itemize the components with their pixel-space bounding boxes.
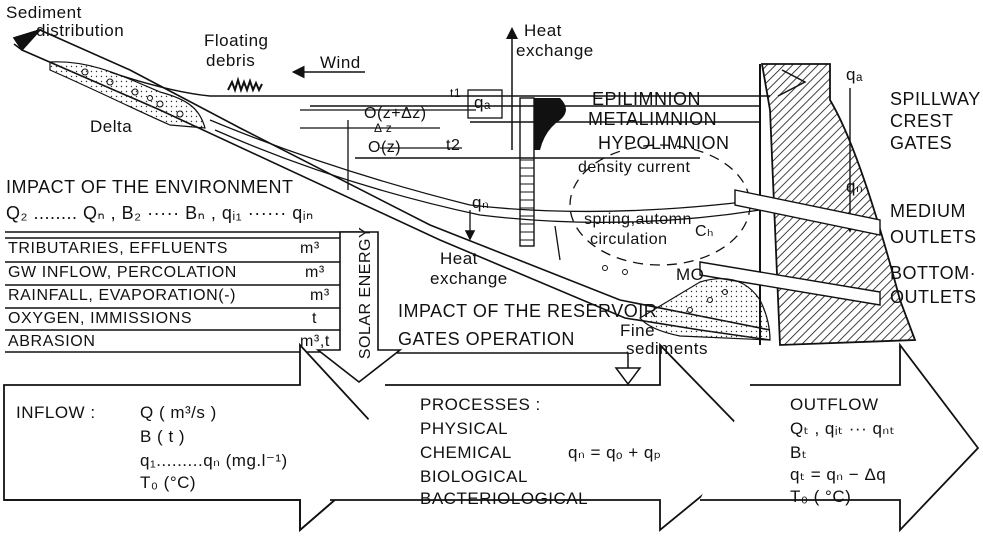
label-hypolimnion: HYPOLIMNION <box>598 133 730 153</box>
label-floating-debris-1: Floating <box>204 31 269 50</box>
label-bottom-outlets-2: OUTLETS <box>890 287 977 307</box>
depth-markers <box>300 109 476 190</box>
floating-debris-mark <box>227 76 263 94</box>
outflow-line-3: qₜ = qₙ − Δq <box>790 465 887 484</box>
label-spring-circulation-1: spring,automn <box>584 211 692 228</box>
label-epilimnion: EPILIMNION <box>592 89 702 109</box>
fine-sediment-deposit <box>602 265 771 341</box>
label-floating-debris-2: debris <box>206 51 256 70</box>
label-fine-sediments-2: sediments <box>626 339 708 358</box>
label-ch: Cₕ <box>695 223 715 240</box>
label-heat-exchange-bottom-2: exchange <box>430 269 508 288</box>
inflow-line-2: B ( t ) <box>140 427 186 446</box>
label-qa-left: qₐ <box>474 93 491 112</box>
label-spring-circulation-2: circulation <box>590 231 668 248</box>
label-medium-outlets-2: OUTLETS <box>890 227 977 247</box>
env-row-unit-4: t <box>312 310 318 327</box>
env-row-label-5: ABRASION <box>8 333 96 350</box>
bottom-arrows <box>3 342 980 533</box>
environment-table <box>5 231 360 353</box>
label-dz: Δ z <box>374 121 393 135</box>
label-fine-sediments-1: Fine <box>620 321 656 340</box>
solar-energy-arrow <box>315 231 403 384</box>
processes-title: PROCESSES : <box>420 395 541 414</box>
label-metalimnion: METALIMNION <box>588 109 718 129</box>
label-density-current: density current <box>578 159 691 176</box>
processes-line-3: BIOLOGICAL <box>420 467 528 486</box>
inflow-line-4: T₀ (°C) <box>140 473 197 492</box>
delta-deposit <box>49 61 206 129</box>
label-oz-dz: O(z+Δz) <box>364 105 427 122</box>
env-row-unit-1: m³ <box>300 240 320 257</box>
reservoir-impact-title: IMPACT OF THE RESERVOIR <box>398 301 658 321</box>
reservoir-impact-arrow <box>397 352 642 386</box>
env-row-unit-3: m³ <box>310 287 330 304</box>
label-heat-exchange-bottom-1: Heat <box>440 249 478 268</box>
environment-formula: Q₂ ........ Qₙ , B₂ ····· Bₙ , qᵢ₁ ·····… <box>6 203 314 223</box>
processes-line-4: BACTERIOLOGICAL <box>420 489 589 508</box>
label-sediment-distribution-1: Sediment <box>6 3 82 22</box>
processes-line-2: CHEMICAL <box>420 443 512 462</box>
inflow-line-3: q₁.........qₙ (mg.l⁻¹) <box>140 451 288 470</box>
label-spillway-2: CREST <box>890 111 954 131</box>
label-t1: t1 <box>450 86 462 100</box>
label-mo: MO <box>676 265 705 284</box>
inflow-line-1: Q ( m³/s ) <box>140 403 217 422</box>
reservoir-impact-subtitle: GATES OPERATION <box>398 329 575 349</box>
processes-equation: qₙ = qₒ + qₚ <box>568 443 662 462</box>
outlets <box>699 189 881 306</box>
env-row-unit-2: m³ <box>305 264 325 281</box>
layer-box <box>467 89 503 119</box>
label-wind: Wind <box>320 53 361 72</box>
env-row-unit-5: m³,t <box>300 333 330 350</box>
label-qn-right: qₙ <box>846 177 864 196</box>
density-current-lines <box>209 119 761 261</box>
env-row-label-1: TRIBUTARIES, EFFLUENTS <box>8 240 229 257</box>
label-bottom-outlets-1: BOTTOM· <box>890 263 977 283</box>
label-spillway-3: GATES <box>890 133 953 153</box>
inflow-title: INFLOW : <box>16 403 96 422</box>
solar-energy-label: SOLAR ENERGY <box>357 226 375 360</box>
label-qn-left: qₙ <box>472 193 490 212</box>
env-row-label-3: RAINFALL, EVAPORATION(-) <box>8 287 237 304</box>
environment-title: IMPACT OF THE ENVIRONMENT <box>6 177 294 197</box>
env-row-label-2: GW INFLOW, PERCOLATION <box>8 264 237 281</box>
label-qa-right: qₐ <box>846 65 863 84</box>
label-delta: Delta <box>90 117 133 136</box>
temperature-profile <box>519 97 566 247</box>
env-row-label-4: OXYGEN, IMMISSIONS <box>8 310 193 327</box>
outflow-line-1: Qₜ , qᵢₜ ··· qₙₜ <box>790 419 896 438</box>
label-medium-outlets-1: MEDIUM <box>890 201 966 221</box>
label-spillway-1: SPILLWAY <box>890 89 981 109</box>
label-sediment-distribution-2: distribution <box>36 21 125 40</box>
outflow-title: OUTFLOW <box>790 395 879 414</box>
processes-line-1: PHYSICAL <box>420 419 509 438</box>
label-t2: t2 <box>446 137 461 154</box>
label-heat-exchange-top-2: exchange <box>516 41 594 60</box>
label-heat-exchange-top-1: Heat <box>524 21 562 40</box>
outflow-line-4: T₀ ( °C) <box>790 487 852 506</box>
label-oz: O(z) <box>368 139 402 156</box>
outflow-line-2: Bₜ <box>790 443 808 462</box>
